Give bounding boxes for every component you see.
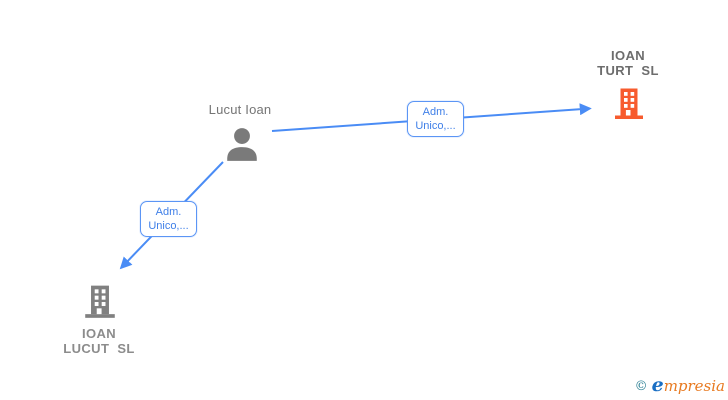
edge-label-line: Unico,... [148, 220, 189, 232]
edge-label-line: Adm. [422, 106, 449, 118]
edge-label-line: Unico,... [415, 120, 456, 132]
building-icon [85, 285, 115, 318]
brand-name-rest: mpresia [663, 377, 725, 395]
empresia-logo[interactable]: ©empresia [635, 374, 725, 396]
copyright-icon: © [634, 379, 648, 394]
person-icon [227, 128, 257, 161]
company-node-ioan-lucut-sl[interactable] [81, 283, 119, 321]
edge-label-adm-unico-lucut[interactable]: Adm. Unico,... [140, 201, 197, 237]
brand-first-letter: e [651, 374, 664, 396]
person-label: Lucut Ioan [208, 102, 272, 117]
company-name-line: TURT SL [597, 63, 659, 78]
company-name-line: LUCUT SL [63, 341, 135, 356]
building-icon [615, 88, 643, 119]
company-label-ioan-turt-sl: IOAN TURT SL [568, 48, 688, 78]
company-label-ioan-lucut-sl: IOAN LUCUT SL [39, 326, 159, 356]
company-name-line: IOAN [610, 48, 646, 63]
edge-label-line: Adm. [155, 206, 182, 218]
company-node-ioan-turt-sl[interactable] [611, 86, 647, 122]
company-name-line: IOAN [81, 326, 117, 341]
person-node-lucut-ioan[interactable] [223, 126, 261, 164]
edge-label-adm-unico-turt[interactable]: Adm. Unico,... [407, 101, 464, 137]
